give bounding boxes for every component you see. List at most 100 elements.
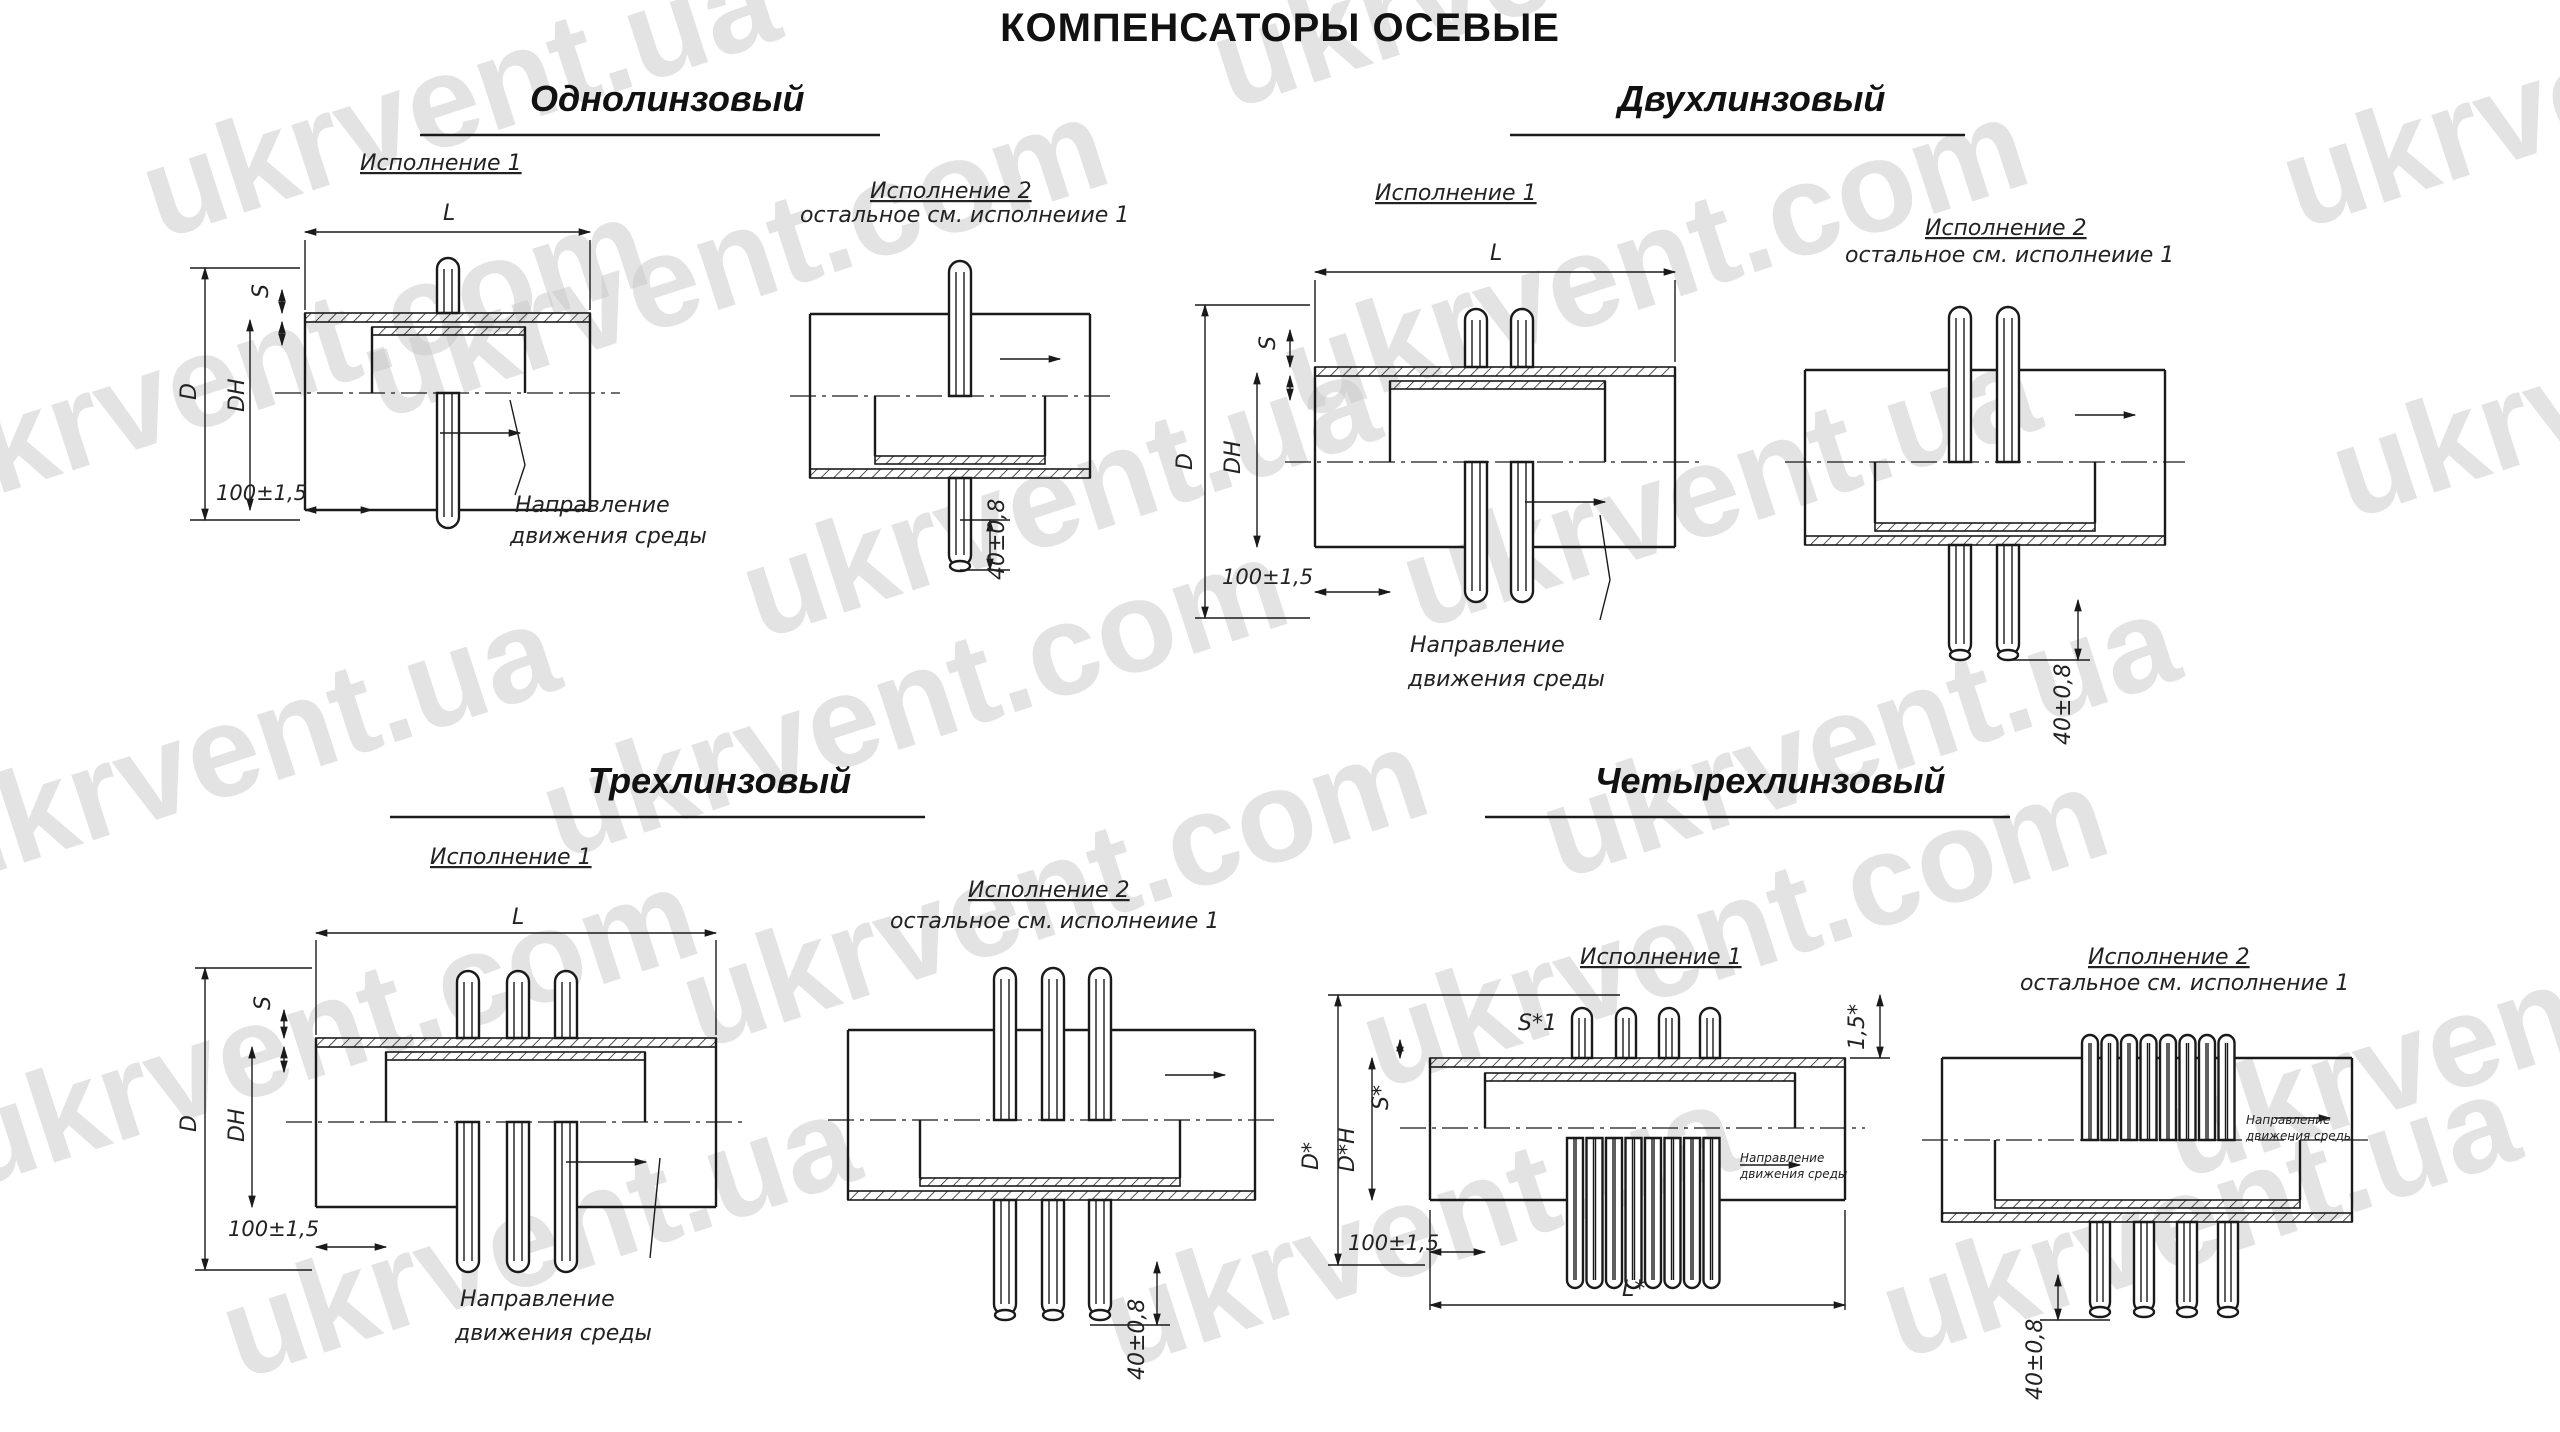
lens-convolution-bottom [1585, 1136, 1604, 1290]
variant2-label: Исполнение 2 [1925, 216, 2087, 241]
lens-convolution-top [2158, 1033, 2178, 1142]
pipe-wall-top [315, 1037, 717, 1048]
dim-100-label: 100±1,5 [1222, 565, 1313, 589]
lens-tip-detail [1088, 1308, 1112, 1322]
lens-convolution-top [505, 969, 531, 1040]
lens-convolution-top [455, 969, 481, 1040]
variant1-label: Исполнение 1 [1580, 945, 1742, 970]
direction-label-2: движения среды [509, 524, 707, 549]
lens-convolution-top [2197, 1033, 2217, 1142]
inner-liner [919, 1177, 1181, 1187]
dim-40: 40±0,8 [985, 499, 1010, 580]
lens-convolution-bottom [2088, 1220, 2112, 1314]
direction-label-1: Направление [460, 1287, 615, 1312]
dim-S: S [249, 284, 274, 298]
lens-convolution-top [1614, 1006, 1638, 1060]
inner-liner [1389, 380, 1606, 390]
drawings-layer [190, 228, 2372, 1327]
section-title-quad: Четырехлинзовый [1595, 760, 1946, 801]
lens-convolution-bottom [505, 1120, 531, 1274]
direction-label-1: Направление [1410, 633, 1565, 658]
lens-convolution-bottom [1624, 1136, 1643, 1290]
lens-convolution-top [1698, 1006, 1722, 1060]
lens-convolution-bottom [2175, 1220, 2199, 1314]
dim-L: L [512, 905, 524, 930]
pipe-wall-top [304, 312, 591, 323]
page-title: КОМПЕНСАТОРЫ ОСЕВЫЕ [1000, 6, 1560, 50]
dim-L-star: L* [1622, 1277, 1645, 1302]
lens-tip-detail [2216, 1305, 2240, 1319]
lens-convolution-top [947, 259, 973, 398]
dim-DN: DН [225, 379, 250, 412]
dim-DN: DН [1221, 441, 1246, 474]
lens-convolution-top [992, 966, 1018, 1122]
lens-tip-detail [2132, 1305, 2156, 1319]
lens-convolution-top [553, 969, 579, 1040]
direction-label-2: движения среды [2245, 1129, 2353, 1143]
lens-convolution-bottom [455, 1120, 481, 1274]
dim-S1-star: S*1 [1518, 1011, 1557, 1036]
variant2-label: Исполнение 2 [870, 179, 1032, 204]
pipe-wall-bottom [1804, 535, 2166, 546]
lens-convolution-top [1040, 966, 1066, 1122]
dim-S: S [1256, 336, 1281, 350]
inner-liner [385, 1051, 646, 1061]
dim-L: L [1490, 241, 1502, 266]
lens-tip-detail [1041, 1308, 1065, 1322]
variant2-note: остальное см. исполнеиие 1 [1845, 243, 2174, 268]
direction-label-2: движения среды [1739, 1167, 1847, 1181]
lens-convolution-top [1657, 1006, 1681, 1060]
dim-D: D [1173, 453, 1198, 470]
lens-convolution-top [1570, 1006, 1594, 1060]
lens-convolution-top [1463, 307, 1489, 369]
leader-line [1599, 579, 1611, 621]
lens-convolution-top [2139, 1033, 2158, 1142]
dim-100-label: 100±1,5 [1348, 1231, 1439, 1255]
dim-40: 40±0,8 [2023, 1319, 2048, 1400]
variant2-note: остальное см. исполнеиие 1 [890, 909, 1219, 934]
lens-tip-detail [2088, 1305, 2112, 1319]
dim-100-label: 100±1,5 [216, 481, 307, 505]
variant1-label: Исполнение 1 [360, 151, 522, 176]
variant2-label: Исполнение 2 [2088, 945, 2250, 970]
pipe-wall-top [1429, 1057, 1846, 1068]
lens-convolution-top [1995, 305, 2021, 464]
lens-tip-detail [2175, 1305, 2199, 1319]
lens-convolution-top [2178, 1033, 2197, 1142]
lens-convolution-bottom [947, 476, 973, 568]
lens-convolution-top [2100, 1033, 2119, 1142]
section-title-triple: Трехлинзовый [588, 760, 852, 801]
lens-convolution-top [2080, 1033, 2100, 1142]
pipe-wall-bottom [1941, 1212, 2353, 1223]
lens-convolution-bottom [1682, 1136, 1702, 1290]
lens-convolution-bottom [1702, 1136, 1721, 1290]
direction-label-2: движения среды [1407, 667, 1605, 692]
dim-100-label: 100±1,5 [228, 1217, 319, 1241]
dim-D-star: D* [1299, 1142, 1324, 1170]
dim-S-star: S* [1369, 1085, 1394, 1110]
lens-convolution-top [435, 256, 461, 315]
variant1-label: Исполнение 1 [430, 845, 592, 870]
lens-convolution-bottom [1947, 543, 1973, 657]
lens-convolution-bottom [992, 1198, 1018, 1317]
direction-label-1: Направление [2246, 1113, 2330, 1127]
dim-D: D [177, 383, 202, 400]
watermark-text: ukrvent.ua [2314, 204, 2560, 547]
dim-L: L [443, 201, 455, 226]
direction-label-2: движения среды [454, 1321, 652, 1346]
leader-line [649, 1157, 661, 1259]
lens-convolution-bottom [1463, 460, 1489, 604]
lens-convolution-top [2119, 1033, 2139, 1142]
lens-convolution-bottom [435, 391, 461, 530]
pipe-wall-bottom [847, 1190, 1256, 1201]
lens-convolution-bottom [553, 1120, 579, 1274]
lens-convolution-bottom [1087, 1198, 1113, 1317]
lens-convolution-top [1947, 305, 1973, 464]
lens-tip-detail [948, 559, 972, 573]
lens-convolution-bottom [1040, 1198, 1066, 1317]
leader-line [1599, 514, 1611, 581]
lens-convolution-bottom [1663, 1136, 1682, 1290]
dim-1-5: 1,5* [1845, 1004, 1870, 1050]
lens-convolution-top [1509, 307, 1535, 369]
